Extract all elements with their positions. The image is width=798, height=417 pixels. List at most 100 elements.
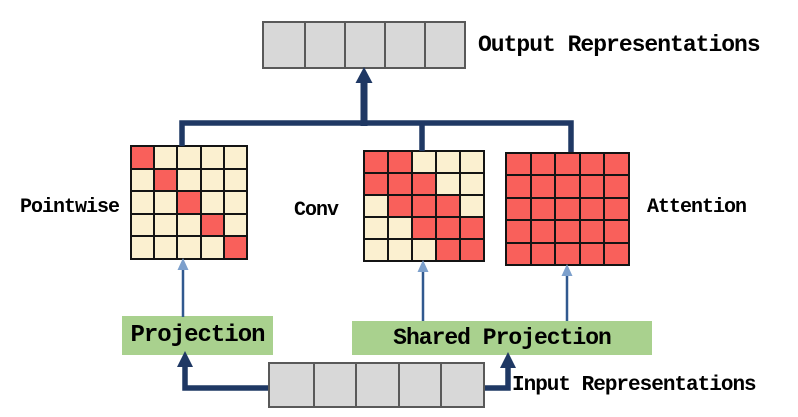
- matrix-cell-inactive: [388, 239, 412, 261]
- projection-box: Projection: [122, 316, 273, 355]
- matrix-cell-inactive: [200, 168, 224, 192]
- matrix-cell-active: [530, 242, 556, 265]
- token-cell: [270, 364, 313, 406]
- matrix-cell-active: [506, 220, 531, 243]
- matrix-cell-active: [223, 236, 247, 259]
- conv-matrix: [363, 150, 485, 262]
- matrix-cell-inactive: [223, 168, 247, 192]
- matrix-cell-inactive: [223, 191, 247, 214]
- token-cell: [355, 364, 398, 406]
- input-to-projection-line: [182, 366, 268, 391]
- matrix-cell-active: [604, 197, 629, 221]
- matrix-cell-active: [131, 146, 155, 169]
- matrix-cell-inactive: [436, 151, 460, 173]
- matrix-cell-active: [154, 168, 178, 192]
- matrix-cell-active: [604, 153, 629, 176]
- matrix-cell-active: [506, 175, 531, 198]
- input-to-shared-projection-line: [485, 367, 511, 391]
- matrix-cell-active: [604, 175, 629, 198]
- matrix-cell-active: [530, 197, 556, 221]
- matrix-cell-active: [579, 242, 605, 265]
- input-representations-row: [268, 362, 485, 408]
- attention-matrix: [505, 152, 630, 266]
- conv-label: Conv: [294, 199, 339, 222]
- matrix-cell-active: [530, 175, 556, 198]
- matrix-cell-active: [604, 242, 629, 265]
- matrix-cell-active: [604, 220, 629, 243]
- matrix-cell-inactive: [177, 168, 201, 192]
- matrix-cell-active: [200, 213, 224, 237]
- attention-label: Attention: [647, 196, 747, 219]
- matrix-cell-active: [388, 173, 412, 195]
- matrix-cell-inactive: [223, 213, 247, 237]
- shared-projection-label: Shared Projection: [393, 325, 612, 351]
- matrix-cell-inactive: [131, 191, 155, 214]
- matrix-cell-inactive: [154, 236, 178, 259]
- matrix-cell-active: [436, 195, 460, 217]
- matrix-cell-inactive: [436, 173, 460, 195]
- matrix-cell-active: [579, 153, 605, 176]
- matrix-cell-inactive: [223, 146, 247, 169]
- matrix-cell-inactive: [412, 151, 436, 173]
- matrix-cell-active: [555, 175, 580, 198]
- matrix-cell-inactive: [460, 195, 484, 217]
- matrix-cell-active: [388, 195, 412, 217]
- matrix-cell-active: [177, 191, 201, 214]
- matrix-cell-active: [579, 175, 605, 198]
- matrix-cell-active: [506, 197, 531, 221]
- matrix-cell-active: [460, 217, 484, 239]
- matrix-cell-active: [412, 195, 436, 217]
- token-cell: [312, 364, 356, 406]
- matrix-cell-inactive: [460, 151, 484, 173]
- matrix-cell-inactive: [388, 217, 412, 239]
- projection-label: Projection: [130, 322, 265, 349]
- matrix-cell-active: [436, 217, 460, 239]
- matrix-cell-active: [412, 217, 436, 239]
- pointwise-label: Pointwise: [20, 196, 120, 219]
- matrix-cell-active: [506, 153, 531, 176]
- matrix-cell-inactive: [177, 213, 201, 237]
- output-arrow-head-icon: [355, 67, 373, 83]
- matrix-cell-active: [506, 242, 531, 265]
- matrix-cell-inactive: [154, 146, 178, 169]
- matrix-cell-inactive: [412, 239, 436, 261]
- token-cell: [397, 364, 441, 406]
- token-cell: [440, 364, 483, 406]
- matrix-cell-active: [530, 220, 556, 243]
- token-cell: [264, 23, 304, 67]
- matrix-cell-active: [530, 153, 556, 176]
- matrix-cell-active: [555, 220, 580, 243]
- matrix-cell-active: [364, 173, 388, 195]
- matrix-cell-active: [388, 151, 412, 173]
- matrix-cell-active: [412, 173, 436, 195]
- matrix-cell-inactive: [131, 168, 155, 192]
- token-cell: [384, 23, 424, 67]
- matrix-cell-active: [364, 151, 388, 173]
- matrix-cell-active: [436, 239, 460, 261]
- matrix-cell-active: [555, 153, 580, 176]
- matrix-cell-inactive: [364, 217, 388, 239]
- matrix-cell-inactive: [200, 146, 224, 169]
- matrix-cell-inactive: [364, 239, 388, 261]
- matrix-cell-active: [555, 242, 580, 265]
- matrix-cell-inactive: [364, 195, 388, 217]
- token-cell: [304, 23, 344, 67]
- output-representations-label: Output Representations: [478, 32, 761, 58]
- matrix-cell-inactive: [131, 236, 155, 259]
- matrix-cell-active: [460, 239, 484, 261]
- matrix-cell-inactive: [177, 146, 201, 169]
- pointwise-matrix: [130, 145, 248, 260]
- matrix-cell-inactive: [154, 213, 178, 237]
- matrix-cell-active: [579, 220, 605, 243]
- matrix-cell-inactive: [200, 236, 224, 259]
- shared-projection-box: Shared Projection: [352, 321, 652, 355]
- output-representations-row: [262, 21, 466, 69]
- matrix-cell-inactive: [177, 236, 201, 259]
- matrix-cell-active: [555, 197, 580, 221]
- matrix-cell-inactive: [131, 213, 155, 237]
- matrix-cell-inactive: [200, 191, 224, 214]
- matrix-cell-inactive: [460, 173, 484, 195]
- token-cell: [424, 23, 464, 67]
- matrix-cell-active: [579, 197, 605, 221]
